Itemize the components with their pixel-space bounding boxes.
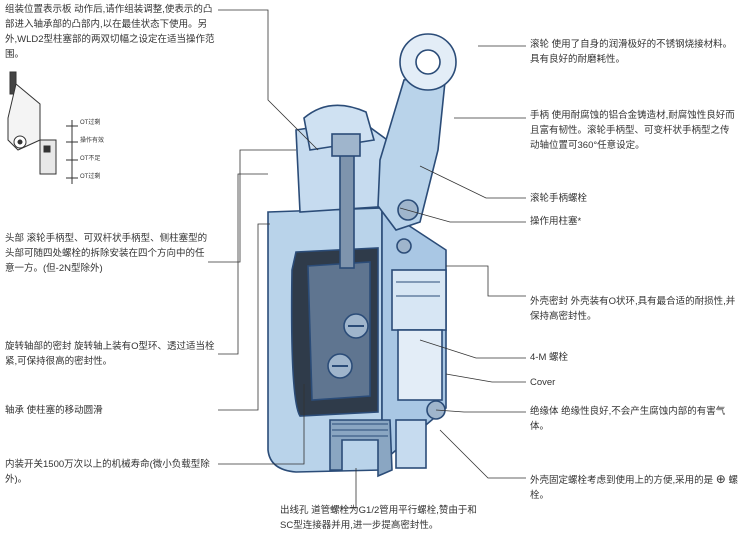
label-roller: 滚轮 使用了自身的润滑极好的不锈钢烧接材料。具有良好的耐磨耗性。	[530, 39, 733, 65]
label-case-seal: 外壳密封 外壳装有O状环,具有最合适的耐损性,并保持高密封性。	[530, 296, 736, 322]
label-indicator: 组装位置表示板 动作后,请作组装调整,使表示的凸部进入轴承部的凸部内,以在最佳状…	[5, 4, 215, 60]
inset-label-ot2: OT不足	[80, 156, 101, 162]
label-bearing: 轴承 使柱塞的移动圆滑	[5, 405, 103, 416]
label-lever: 手柄 使用耐腐蚀的铝合金铸造材,耐腐蚀性良好而且富有韧性。滚轮手柄型、可变杆状手…	[530, 110, 735, 151]
label-insulator: 绝缘体 绝缘性良好,不会产生腐蚀内部的有害气体。	[530, 406, 726, 432]
label-lever-bolt: 滚轮手柄螺栓	[530, 193, 588, 204]
label-plunger: 操作用柱塞*	[530, 216, 582, 227]
inset-label-ot: OT过剩	[80, 120, 101, 126]
label-shaft-seal: 旋转轴部的密封 旋转轴上装有O型环、透过适当栓紧,可保持很高的密封性。	[5, 341, 215, 367]
label-outlet: 出线孔 道管螺栓为G1/2管用平行螺栓,赞由于和SC型连接器并用,进一步提高密封…	[280, 505, 477, 531]
fix-bolt-tail: 螺栓。	[530, 475, 738, 501]
label-head: 头部 滚轮手柄型、可双杆状手柄型、侧柱塞型的头部可随四处螺栓的拆除安装在四个方向…	[5, 233, 208, 274]
inset-diagram	[7, 71, 78, 184]
label-switch: 内装开关1500万次以上的机械寿命(微小负载型除外)。	[5, 459, 210, 485]
label-cover: Cover	[530, 377, 556, 388]
roller-lever	[377, 33, 457, 231]
label-4m-bolt: 4-M 螺栓	[530, 352, 569, 363]
fix-bolt-text: 外壳固定螺栓考虑到使用上的方便,采用的是	[530, 475, 714, 486]
inset-label-ot3: OT过剩	[80, 174, 101, 180]
label-fix-bolt: 外壳固定螺栓考虑到使用上的方便,采用的是 ⊕ 螺栓。	[530, 472, 738, 503]
cross-circle-icon: ⊕	[715, 472, 726, 486]
leader-lines	[208, 9, 526, 509]
switch-body	[267, 104, 447, 478]
inset-label-mid: 操作有效	[80, 138, 105, 144]
